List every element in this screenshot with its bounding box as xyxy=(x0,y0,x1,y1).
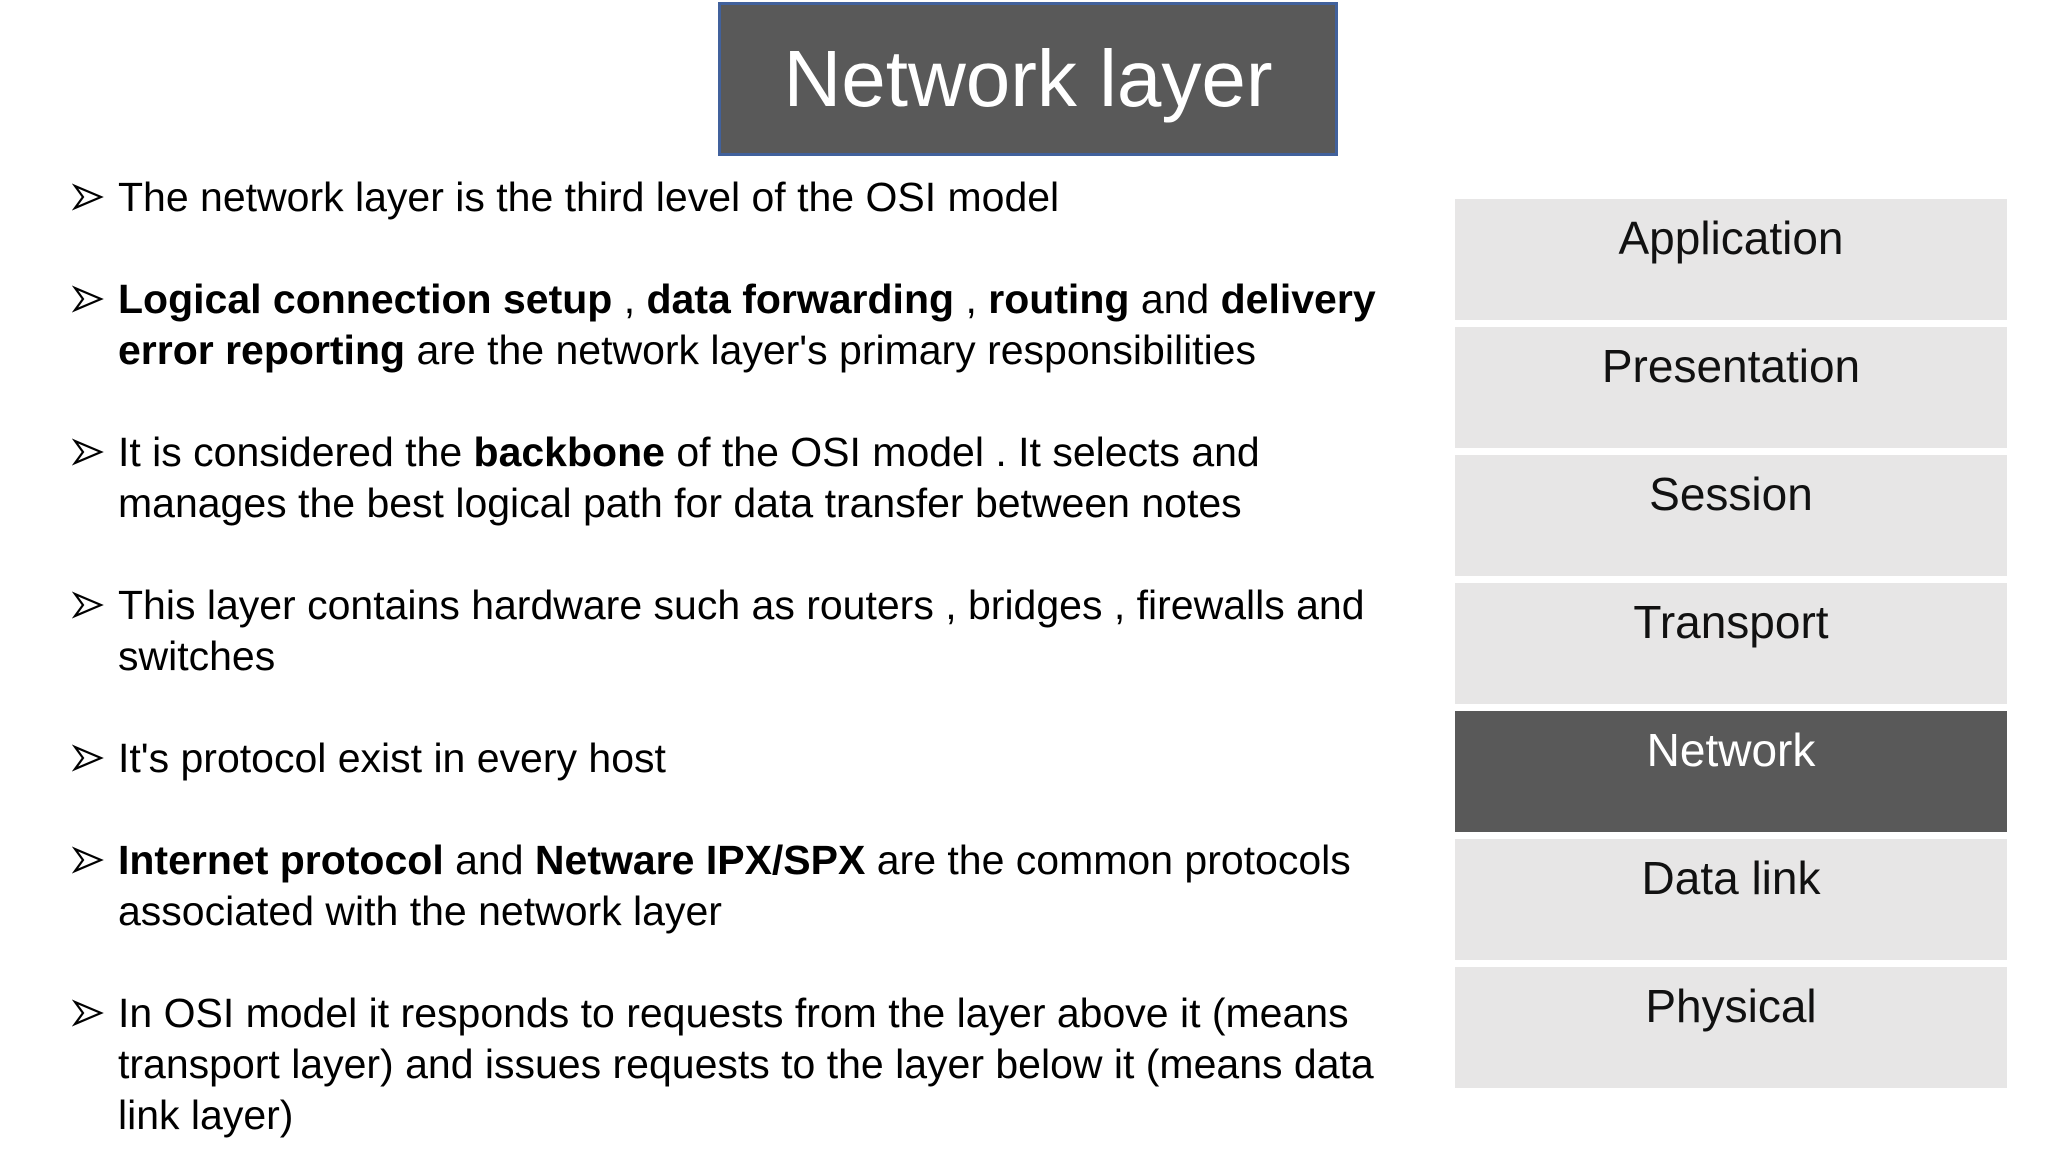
osi-layer-label: Data link xyxy=(1641,852,1821,904)
bullet-text: The network layer is the third level of … xyxy=(118,172,1059,223)
osi-layer-network: Network xyxy=(1455,711,2007,832)
slide-title: Network layer xyxy=(783,34,1273,123)
osi-layer-session: Session xyxy=(1455,455,2007,576)
bullet-text-segment: In OSI model it responds to requests fro… xyxy=(118,990,1374,1138)
osi-layer-data-link: Data link xyxy=(1455,839,2007,960)
arrowhead-right-icon xyxy=(72,988,108,1029)
osi-layer-label: Network xyxy=(1646,724,1816,776)
bullet-text-segment: are the common protocols associated with… xyxy=(118,837,1351,934)
bullet-text-bold-segment: data forwarding xyxy=(646,276,955,322)
bullet-text-segment: It is considered the xyxy=(118,429,474,475)
bullet-text-segment: The network layer is the third level of … xyxy=(118,174,1060,220)
osi-layer-presentation: Presentation xyxy=(1455,327,2007,448)
bullet-text-segment: and xyxy=(443,837,535,883)
bullet-text-bold-segment: routing xyxy=(988,276,1130,322)
bullet-text-bold-segment: Internet protocol xyxy=(118,837,444,883)
bullet-item-7: In OSI model it responds to requests fro… xyxy=(72,988,1472,1141)
osi-layer-transport: Transport xyxy=(1455,583,2007,704)
bullet-item-5: It's protocol exist in every host xyxy=(72,733,1472,784)
osi-layer-application: Application xyxy=(1455,199,2007,320)
osi-layer-label: Physical xyxy=(1645,980,1817,1032)
arrowhead-right-icon xyxy=(72,172,108,213)
arrowhead-right-icon xyxy=(72,733,108,774)
bullet-text: It's protocol exist in every host xyxy=(118,733,666,784)
bullet-text: It is considered the backbone of the OSI… xyxy=(118,427,1260,529)
bullet-text: In OSI model it responds to requests fro… xyxy=(118,988,1374,1141)
arrowhead-right-icon xyxy=(72,835,108,876)
bullet-text-bold-segment: Netware IPX/SPX xyxy=(534,837,866,883)
bullet-text-segment: This layer contains hardware such as rou… xyxy=(118,582,1365,679)
bullet-text-segment: and xyxy=(1129,276,1221,322)
bullet-text-segment: , xyxy=(612,276,647,322)
bullet-text-segment: are the network layer's primary responsi… xyxy=(405,327,1256,373)
arrowhead-right-icon xyxy=(72,580,108,621)
bullet-item-2: Logical connection setup , data forwardi… xyxy=(72,274,1472,376)
osi-layer-label: Session xyxy=(1649,468,1813,520)
osi-layer-label: Presentation xyxy=(1601,340,1861,392)
bullet-text-bold-segment: Logical connection setup xyxy=(118,276,613,322)
slide-title-box: Network layer xyxy=(718,2,1338,156)
arrowhead-right-icon xyxy=(72,274,108,315)
bullet-item-1: The network layer is the third level of … xyxy=(72,172,1472,223)
bullet-text: Internet protocol and Netware IPX/SPX ar… xyxy=(118,835,1351,937)
bullet-item-6: Internet protocol and Netware IPX/SPX ar… xyxy=(72,835,1472,937)
bullet-text: Logical connection setup , data forwardi… xyxy=(118,274,1376,376)
bullet-text-bold-segment: backbone xyxy=(473,429,665,475)
bullet-text: This layer contains hardware such as rou… xyxy=(118,580,1365,682)
arrowhead-right-icon xyxy=(72,427,108,468)
bullet-text-segment: of the OSI model . It selects and manage… xyxy=(118,429,1260,526)
bullet-text-segment: , xyxy=(954,276,989,322)
bullet-item-3: It is considered the backbone of the OSI… xyxy=(72,427,1472,529)
osi-layer-label: Application xyxy=(1618,212,1844,264)
bullet-text-segment: It's protocol exist in every host xyxy=(118,735,666,781)
osi-layer-label: Transport xyxy=(1633,596,1829,648)
bullet-list: The network layer is the third level of … xyxy=(72,172,1472,1152)
bullet-item-4: This layer contains hardware such as rou… xyxy=(72,580,1472,682)
bullet-text-bold-segment: delivery error reporting xyxy=(118,276,1376,373)
osi-layer-physical: Physical xyxy=(1455,967,2007,1088)
